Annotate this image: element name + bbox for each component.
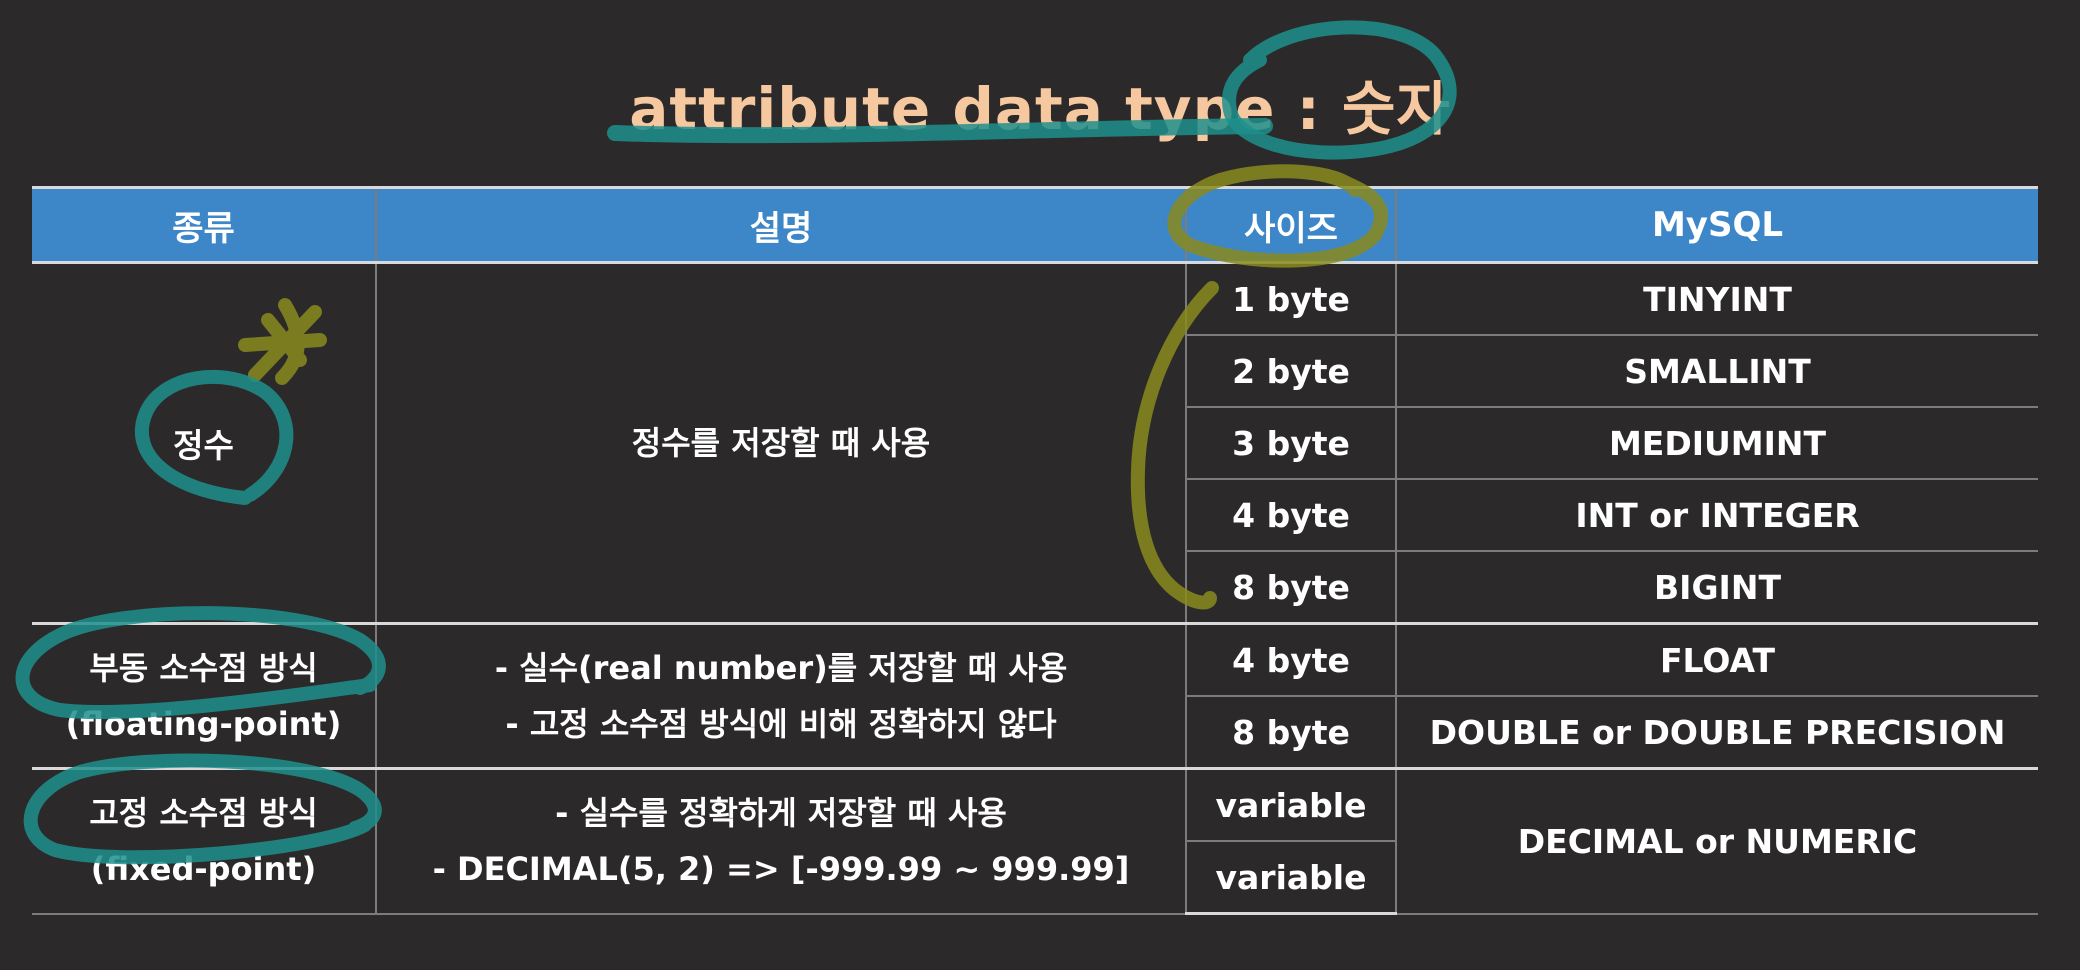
size-cell: 3 byte (1186, 406, 1397, 480)
header-row: 종류 설명 사이즈 MySQL (32, 186, 2038, 264)
mysql-cell: TINYINT (1395, 261, 2038, 336)
header-description: 설명 (375, 186, 1187, 264)
table-row: 고정 소수점 방식 (fixed-point) - 실수를 정확하게 저장할 때… (32, 767, 2038, 915)
floating-description: - 실수(real number)를 저장할 때 사용 - 고정 소수점 방식에… (375, 622, 1187, 770)
mysql-cell: DECIMAL or NUMERIC (1395, 767, 2038, 915)
header-mysql: MySQL (1395, 186, 2038, 264)
table-row: 정수 정수를 저장할 때 사용 1 byte TINYINT (32, 261, 2038, 625)
size-cell: 4 byte (1186, 478, 1397, 552)
mysql-cell: BIGINT (1395, 550, 2038, 625)
floating-desc-line2: - 고정 소수점 방식에 비해 정확하지 않다 (505, 705, 1057, 743)
table-row: 부동 소수점 방식 (floating-point) - 실수(real num… (32, 622, 2038, 770)
mysql-cell: INT or INTEGER (1395, 478, 2038, 552)
floating-kind-line1: 부동 소수점 방식 (89, 649, 318, 687)
table-row: 4 byte INT or INTEGER (32, 478, 2038, 552)
size-cell: 8 byte (1186, 550, 1397, 625)
header-size: 사이즈 (1185, 186, 1397, 264)
mysql-cell: SMALLINT (1395, 334, 2038, 408)
fixed-kind: 고정 소수점 방식 (fixed-point) (32, 767, 377, 915)
floating-desc-line1: - 실수(real number)를 저장할 때 사용 (494, 649, 1068, 687)
table-row: 8 byte BIGINT (32, 550, 2038, 625)
size-cell: variable (1185, 767, 1397, 842)
header-kind: 종류 (32, 186, 377, 264)
floating-kind-line2: (floating-point) (65, 705, 342, 743)
data-type-table: 종류 설명 사이즈 MySQL 정수 정수를 저장할 때 사용 1 byte T… (32, 186, 2038, 915)
fixed-desc-line2: - DECIMAL(5, 2) => [-999.99 ~ 999.99] (432, 850, 1130, 889)
fixed-kind-line2: (fixed-point) (90, 850, 317, 889)
integer-kind: 정수 (32, 261, 377, 625)
table-row: 2 byte SMALLINT (32, 334, 2038, 408)
mysql-cell: MEDIUMINT (1395, 406, 2038, 480)
integer-description: 정수를 저장할 때 사용 (375, 261, 1187, 625)
size-cell: variable (1186, 840, 1396, 915)
fixed-kind-line1: 고정 소수점 방식 (89, 794, 318, 833)
fixed-desc-line1: - 실수를 정확하게 저장할 때 사용 (555, 794, 1007, 833)
size-cell: 8 byte (1186, 695, 1397, 770)
fixed-description: - 실수를 정확하게 저장할 때 사용 - DECIMAL(5, 2) => [… (375, 767, 1187, 915)
size-cell: 2 byte (1186, 334, 1397, 408)
size-cell: 4 byte (1185, 622, 1397, 697)
table-row: 8 byte DOUBLE or DOUBLE PRECISION (32, 695, 2038, 770)
floating-kind: 부동 소수점 방식 (floating-point) (32, 622, 377, 770)
mysql-cell: DOUBLE or DOUBLE PRECISION (1395, 695, 2038, 770)
mysql-cell: FLOAT (1395, 622, 2038, 697)
table-row: 3 byte MEDIUMINT (32, 406, 2038, 480)
table-row: variable (32, 840, 2038, 915)
size-cell: 1 byte (1185, 261, 1397, 336)
slide-title: attribute data type : 숫자 (629, 75, 1451, 143)
